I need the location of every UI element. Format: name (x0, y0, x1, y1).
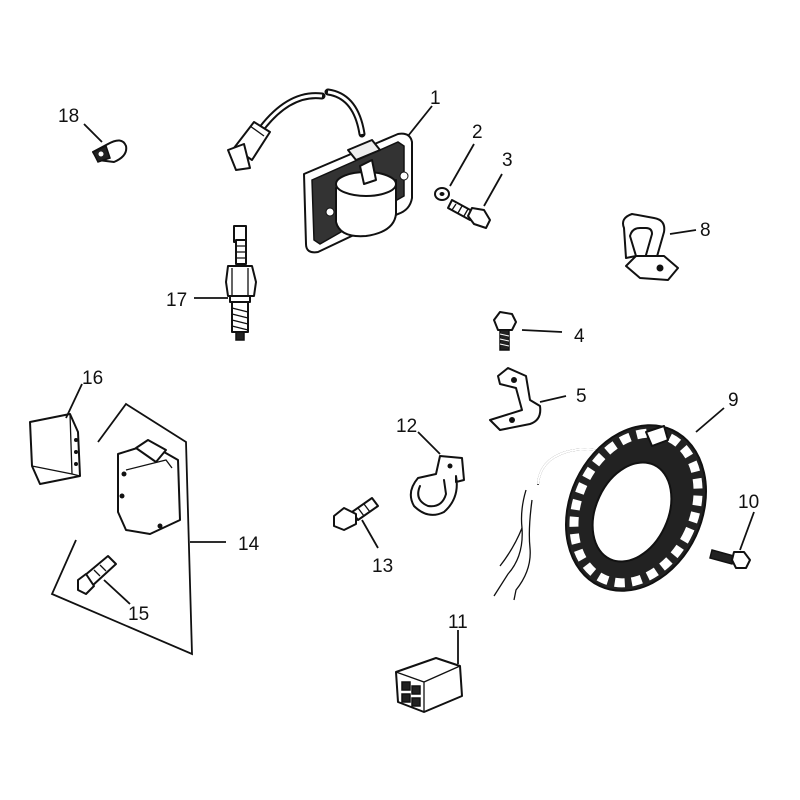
part-clamp-8[interactable] (622, 213, 679, 281)
callout-17: 17 (166, 290, 187, 311)
callout-13: 13 (372, 556, 393, 577)
leader-3 (483, 173, 503, 207)
part-clamp-18[interactable] (91, 139, 128, 163)
part-screw-15[interactable] (77, 555, 117, 595)
part-bolt-10[interactable] (709, 549, 751, 569)
leader-13 (361, 519, 379, 549)
callout-2: 2 (472, 122, 483, 143)
part-bolt-13[interactable] (333, 497, 379, 531)
callout-14: 14 (238, 534, 260, 555)
part-clamp-12[interactable] (409, 455, 465, 516)
leader-5 (539, 395, 567, 403)
callout-16: 16 (82, 368, 103, 389)
part-bolt-3[interactable] (447, 199, 491, 229)
leader-8 (669, 229, 697, 235)
leader-2 (449, 143, 475, 187)
callout-11: 11 (448, 612, 468, 633)
callout-8: 8 (700, 220, 711, 241)
part-module-16[interactable] (29, 413, 81, 485)
part-ignition-coil-1[interactable] (227, 88, 413, 254)
callout-9: 9 (728, 390, 739, 411)
callout-5: 5 (576, 386, 587, 407)
part-connector-11[interactable] (395, 657, 463, 713)
leader-15 (103, 579, 131, 605)
leader-4 (521, 329, 563, 333)
callout-1: 1 (430, 88, 441, 109)
leader-18 (83, 123, 103, 143)
callout-3: 3 (502, 150, 513, 171)
part-spark-plug-17[interactable] (225, 225, 257, 341)
leader-16 (65, 383, 83, 419)
callout-15: 15 (128, 604, 149, 625)
leader-12 (417, 431, 441, 455)
part-washer-2[interactable] (434, 187, 450, 201)
leader-10 (739, 511, 755, 551)
part-bracket-5[interactable] (489, 367, 542, 431)
callout-18: 18 (58, 106, 79, 127)
callout-12: 12 (396, 416, 417, 437)
part-screw-4[interactable] (493, 311, 517, 351)
callout-4: 4 (574, 326, 585, 347)
part-regulator-14[interactable] (117, 439, 181, 535)
leader-9 (695, 407, 725, 433)
leader-1 (407, 105, 433, 137)
part-stator-9[interactable] (493, 402, 732, 614)
callout-10: 10 (738, 492, 759, 513)
assembly-outline-14 (50, 402, 193, 656)
